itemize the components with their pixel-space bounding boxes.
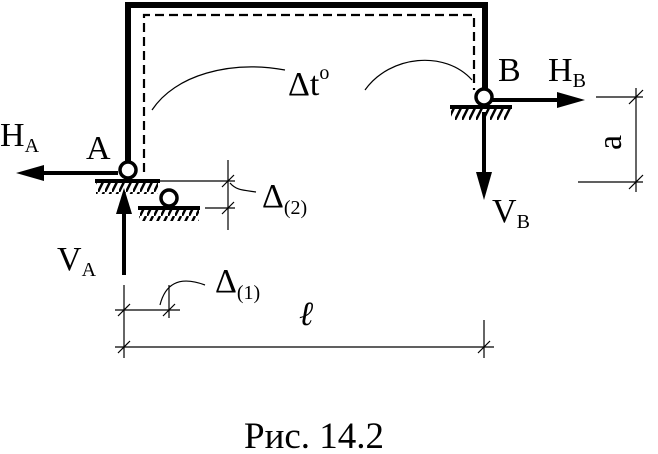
figure-caption: Рис. 14.2 — [244, 416, 384, 454]
dimension-delta1 — [115, 280, 206, 318]
label-span: ℓ — [299, 296, 313, 333]
label-point-b: B — [498, 52, 521, 89]
force-hb-arrow — [492, 92, 585, 108]
frame — [125, 2, 488, 172]
dimension-span — [115, 318, 494, 358]
label-temperature: Δto — [288, 62, 329, 103]
support-a-pin — [95, 160, 160, 194]
temperature-leaders — [151, 59, 473, 111]
force-ha-arrow — [16, 165, 118, 181]
force-vb-arrow — [476, 112, 492, 200]
support-b-pin — [450, 87, 512, 120]
label-point-a: A — [86, 130, 111, 167]
label-va: VA — [57, 241, 97, 281]
label-delta1: Δ(1) — [215, 263, 260, 304]
force-va-arrow — [116, 188, 132, 275]
dimension-delta2 — [135, 160, 257, 230]
label-height-a: a — [592, 135, 629, 150]
displaced-support-a — [138, 188, 200, 221]
label-ha: HA — [0, 117, 40, 157]
label-delta2: Δ(2) — [262, 178, 307, 219]
label-vb: VB — [492, 193, 530, 233]
label-hb: HB — [548, 52, 586, 92]
dimension-a — [578, 88, 644, 192]
